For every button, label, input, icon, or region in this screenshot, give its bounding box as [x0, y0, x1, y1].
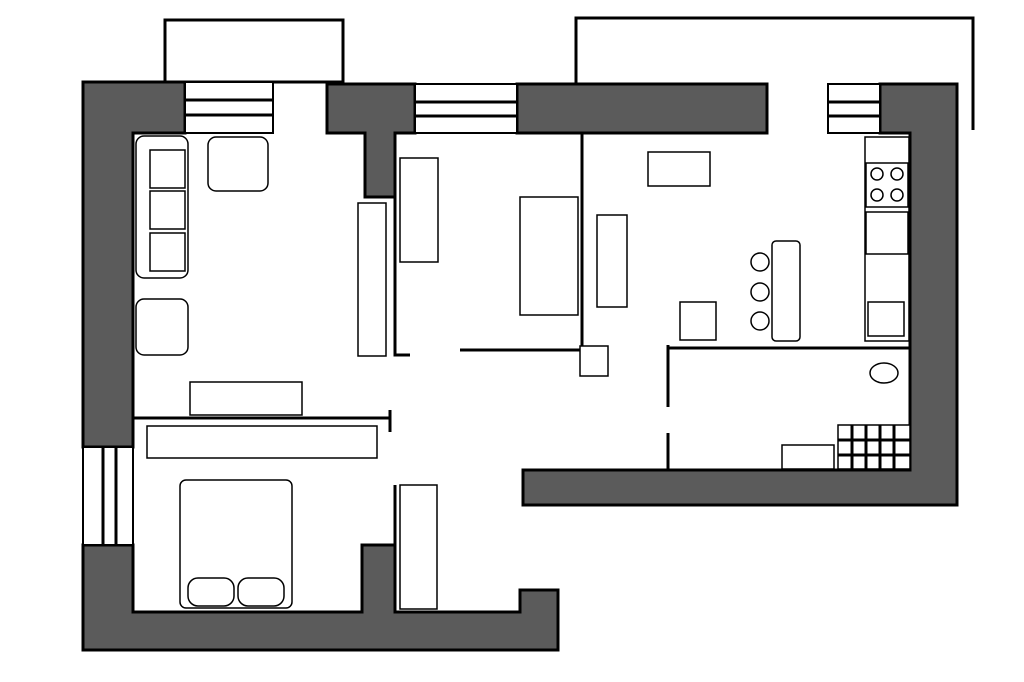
bar-stool: [750, 252, 770, 272]
armchair: [207, 136, 269, 192]
balcony-right: [574, 16, 975, 130]
window-living: [184, 81, 274, 134]
wall-left-lower: [81, 543, 560, 652]
bookshelf: [189, 381, 303, 416]
sink: [781, 444, 835, 470]
pillow: [237, 577, 285, 607]
kitchen-counter: [864, 136, 910, 342]
wardrobe: [146, 425, 378, 459]
washing-machine: [679, 301, 717, 341]
balcony-left: [163, 18, 345, 84]
wall-top-center: [515, 82, 769, 135]
tv-cabinet: [357, 202, 387, 357]
double-bed: [179, 479, 293, 609]
desk: [399, 157, 439, 263]
bed-single: [519, 196, 579, 316]
sofa: [135, 135, 189, 279]
bar-stool: [750, 282, 770, 302]
armchair: [135, 298, 189, 356]
pillow: [187, 577, 235, 607]
shower-tiles: [837, 424, 911, 470]
kitchen-island: [771, 240, 801, 342]
wall-right: [521, 82, 959, 507]
shelf: [596, 214, 628, 308]
dining-table: [647, 151, 711, 187]
toilet: [869, 362, 899, 384]
window-kitchen: [827, 83, 881, 134]
window-bedroom: [82, 446, 134, 546]
interior-walls: [133, 133, 910, 612]
window-study: [414, 83, 518, 134]
bar-stool: [750, 311, 770, 331]
closet: [399, 484, 438, 610]
